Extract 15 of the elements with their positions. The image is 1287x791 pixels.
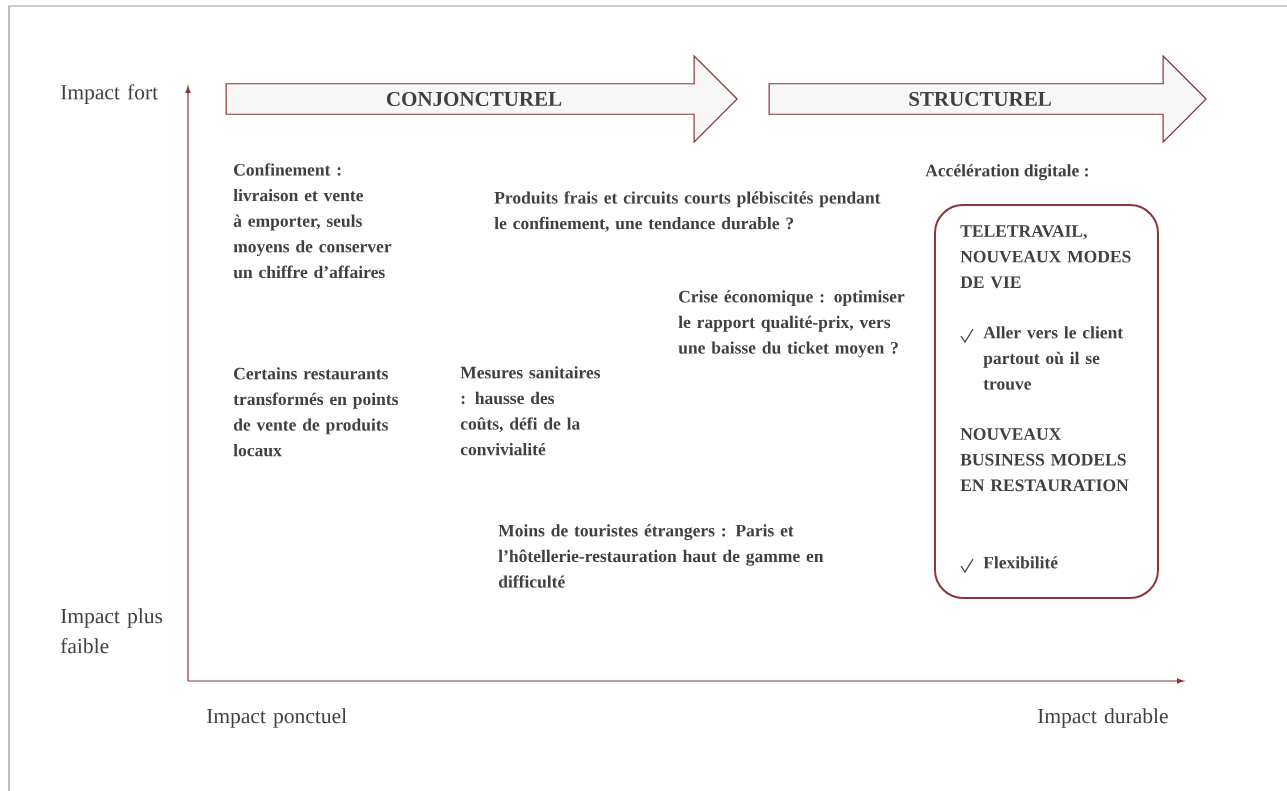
bullet-text: Flexibilité [983,556,1058,569]
annotation-text: Mesures sanitaires : hausse des coûts, défi de la convivialité [460,366,601,456]
axis-label: Impact plus faible [60,608,163,654]
axis-label: Impact fort [61,84,158,104]
category-text: NOUVEAUX BUSINESS MODELS EN RESTAURATION [960,428,1129,492]
box-heading: Accélération digitale : [925,164,1088,181]
annotation-text: Crise économique : optimiser le rapport qualité-prix, vers une baisse du ticket moyen ? [678,290,905,358]
annotation-text: Moins de touristes étrangers : Paris et l’hôtellerie-restauration haut de gamme en difficulté [498,524,824,588]
category-text: TELETRAVAIL, NOUVEAUX MODES DE VIE [960,225,1131,289]
axis-label: Impact durable [1038,708,1168,728]
axis-label: Impact ponctuel [207,708,347,728]
annotation-text: Produits frais et circuits courts plébiscités pendant le confinement, une tendance durable ? [494,191,881,232]
annotation-text: Confinement : livraison et vente à emporter, seuls moyens de conserver un chiffre d’affaires [233,163,392,279]
annotation-text: Certains restaurants transformés en points de vente de produits locaux [233,367,399,457]
bullet-text: Aller vers le client partout où il se trouve [983,326,1124,390]
